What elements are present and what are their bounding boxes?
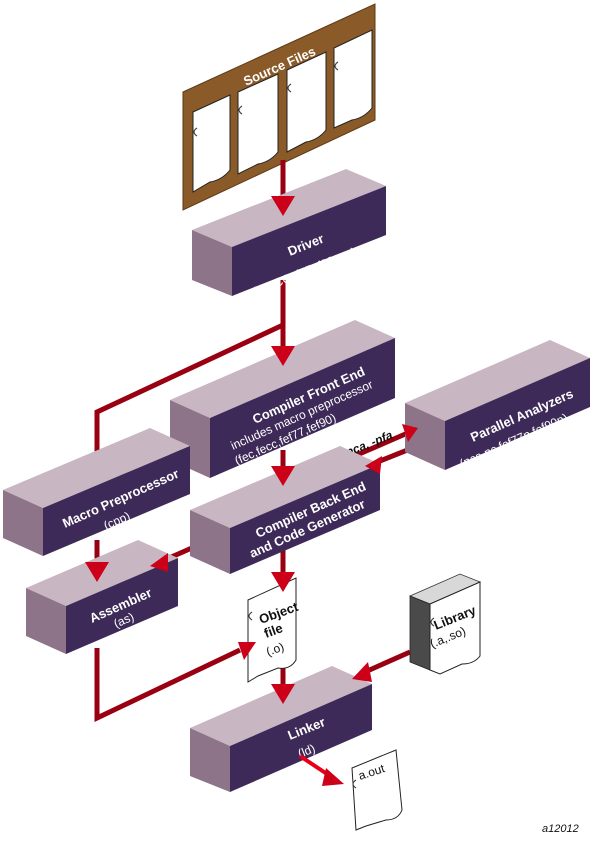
source-files-folder: Source Files	[182, 3, 376, 211]
arrow-library-to-linker	[352, 662, 372, 682]
arrow-to-object-file	[271, 572, 295, 592]
arrow-to-parallel	[402, 424, 418, 442]
source-file-page	[333, 29, 373, 129]
arrow-to-assembler	[85, 562, 109, 582]
object-file-line3: (.o)	[264, 640, 286, 659]
compiler-front-end-box: Compiler Front End includes macro prepro…	[170, 320, 395, 478]
object-file-page: Object file (.o)	[247, 577, 301, 683]
arrow-to-front-end	[271, 346, 295, 366]
arrow-assembler-to-object	[238, 642, 256, 660]
arrow-to-driver	[271, 196, 295, 216]
arrow-linker-to-a-out	[322, 768, 344, 786]
arrow-to-back-end	[271, 466, 295, 486]
arrow-from-parallel	[365, 456, 382, 474]
macro-preprocessor-box: Macro Preprocessor (cpp)	[3, 428, 190, 556]
source-file-page	[286, 51, 327, 153]
arrow-object-to-linker	[271, 684, 295, 704]
arrowheads	[85, 196, 418, 786]
linker-box: Linker (ld)	[190, 666, 372, 792]
library-book: Library (.a,.so)	[408, 573, 482, 675]
a-out-page: a.out	[351, 749, 403, 831]
parallel-analyzers-box: Parallel Analyzers (pca,pc,fef77p,fef90p…	[405, 340, 590, 471]
figure-id: a12012	[542, 823, 579, 835]
source-file-page	[192, 94, 231, 193]
object-file-line2: file	[262, 620, 285, 641]
source-file-page	[237, 73, 279, 175]
arrow-back-end-to-assembler	[150, 553, 168, 572]
assembler-box: Assembler (as)	[26, 540, 178, 654]
